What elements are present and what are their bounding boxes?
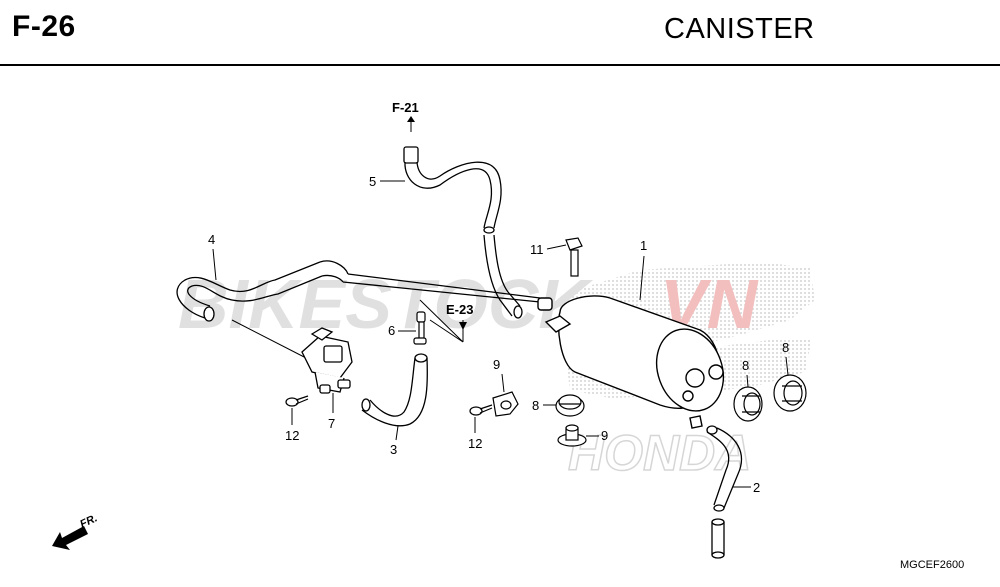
ref-e23: E-23 bbox=[419, 299, 473, 343]
hose-2 bbox=[706, 425, 743, 559]
svg-text:3: 3 bbox=[390, 442, 397, 457]
svg-text:11: 11 bbox=[530, 242, 544, 257]
svg-text:8: 8 bbox=[782, 340, 789, 355]
svg-text:9: 9 bbox=[601, 428, 608, 443]
svg-text:FR.: FR. bbox=[78, 512, 99, 530]
svg-text:4: 4 bbox=[208, 232, 215, 247]
solenoid-valve-7 bbox=[301, 327, 353, 394]
svg-text:8: 8 bbox=[742, 358, 749, 373]
hose-5 bbox=[403, 146, 523, 319]
bolt-11 bbox=[565, 237, 583, 277]
svg-text:8: 8 bbox=[532, 398, 539, 413]
svg-text:1: 1 bbox=[640, 238, 647, 253]
svg-text:6: 6 bbox=[388, 323, 395, 338]
svg-text:12: 12 bbox=[468, 436, 482, 451]
watermark-bikestock: BIKESTOCK bbox=[178, 265, 593, 343]
svg-text:9: 9 bbox=[493, 357, 500, 372]
svg-text:F-21: F-21 bbox=[392, 100, 419, 115]
svg-text:7: 7 bbox=[328, 416, 335, 431]
watermark-honda: HONDA bbox=[568, 425, 751, 481]
grommet-8-middle bbox=[733, 386, 763, 422]
svg-text:E-23: E-23 bbox=[446, 302, 473, 317]
grommet-8-left bbox=[555, 394, 585, 417]
page-code: F-26 bbox=[12, 10, 76, 43]
front-arrow-icon: FR. bbox=[52, 512, 99, 550]
screw-12-left bbox=[285, 395, 309, 407]
canister-1 bbox=[537, 295, 725, 429]
drawing-code: MGCEF2600 bbox=[900, 559, 964, 571]
hose-3 bbox=[361, 353, 428, 427]
ref-f21: F-21 bbox=[392, 100, 419, 132]
hose-4 bbox=[176, 260, 541, 361]
svg-text:12: 12 bbox=[285, 428, 299, 443]
collar-9 bbox=[557, 424, 587, 447]
up-arrow-icon bbox=[407, 116, 415, 132]
clamp-10 bbox=[492, 391, 519, 417]
svg-text:2: 2 bbox=[753, 480, 760, 495]
clip-6 bbox=[413, 311, 427, 345]
svg-text:5: 5 bbox=[369, 174, 376, 189]
screw-12-middle bbox=[469, 404, 493, 416]
header-rule bbox=[0, 64, 1000, 66]
grommet-8-right bbox=[773, 374, 807, 412]
page-title: CANISTER bbox=[664, 13, 815, 45]
